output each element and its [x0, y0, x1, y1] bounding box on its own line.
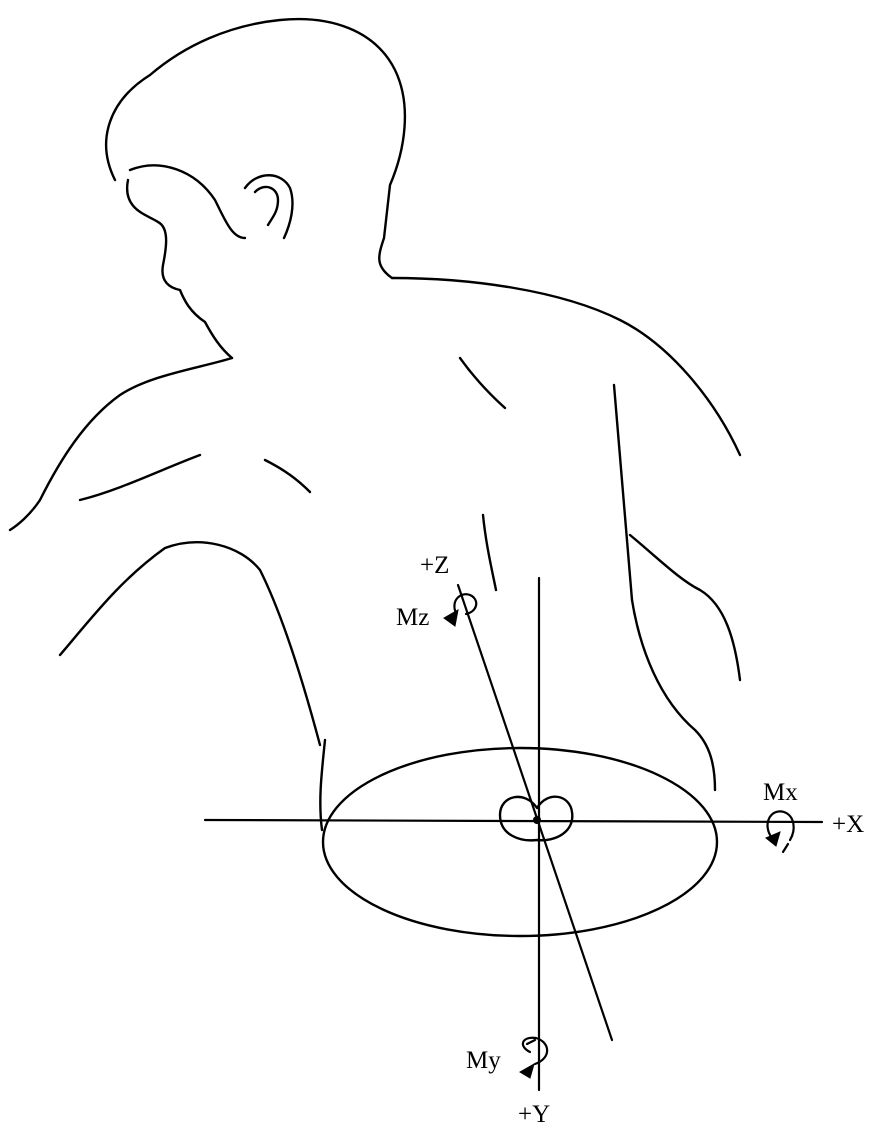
moment-y-label: My — [466, 1047, 501, 1074]
z-axis-line — [458, 585, 612, 1040]
seated-figure-outline — [10, 19, 740, 936]
x-axis-label: +X — [832, 811, 864, 838]
torso-right-lower — [632, 600, 715, 790]
right-shoulder — [392, 278, 740, 455]
right-scapula-line — [460, 358, 505, 408]
z-axis-label: +Z — [420, 552, 449, 579]
hairline — [130, 165, 245, 238]
coordinate-axes — [205, 578, 822, 1090]
torso-left-lower — [320, 740, 325, 830]
left-scapula-line — [80, 455, 200, 500]
torso-right-edge — [614, 385, 632, 600]
moment-z-label: Mz — [396, 604, 429, 631]
ear-outline — [245, 175, 292, 238]
spine-upper-line — [483, 515, 496, 590]
ear-inner — [255, 187, 278, 225]
moment-y-icon — [520, 1038, 547, 1078]
y-axis-label: +Y — [518, 1101, 550, 1128]
x-axis-line — [205, 820, 822, 822]
pelvis-outline — [323, 748, 717, 936]
left-arm — [60, 542, 320, 745]
face-profile — [127, 180, 232, 358]
neck-shoulder — [10, 358, 232, 530]
moment-x-label: Mx — [763, 779, 798, 806]
moment-x-icon — [766, 811, 794, 852]
left-scapula-line-2 — [265, 460, 310, 492]
head-outline — [106, 19, 405, 278]
